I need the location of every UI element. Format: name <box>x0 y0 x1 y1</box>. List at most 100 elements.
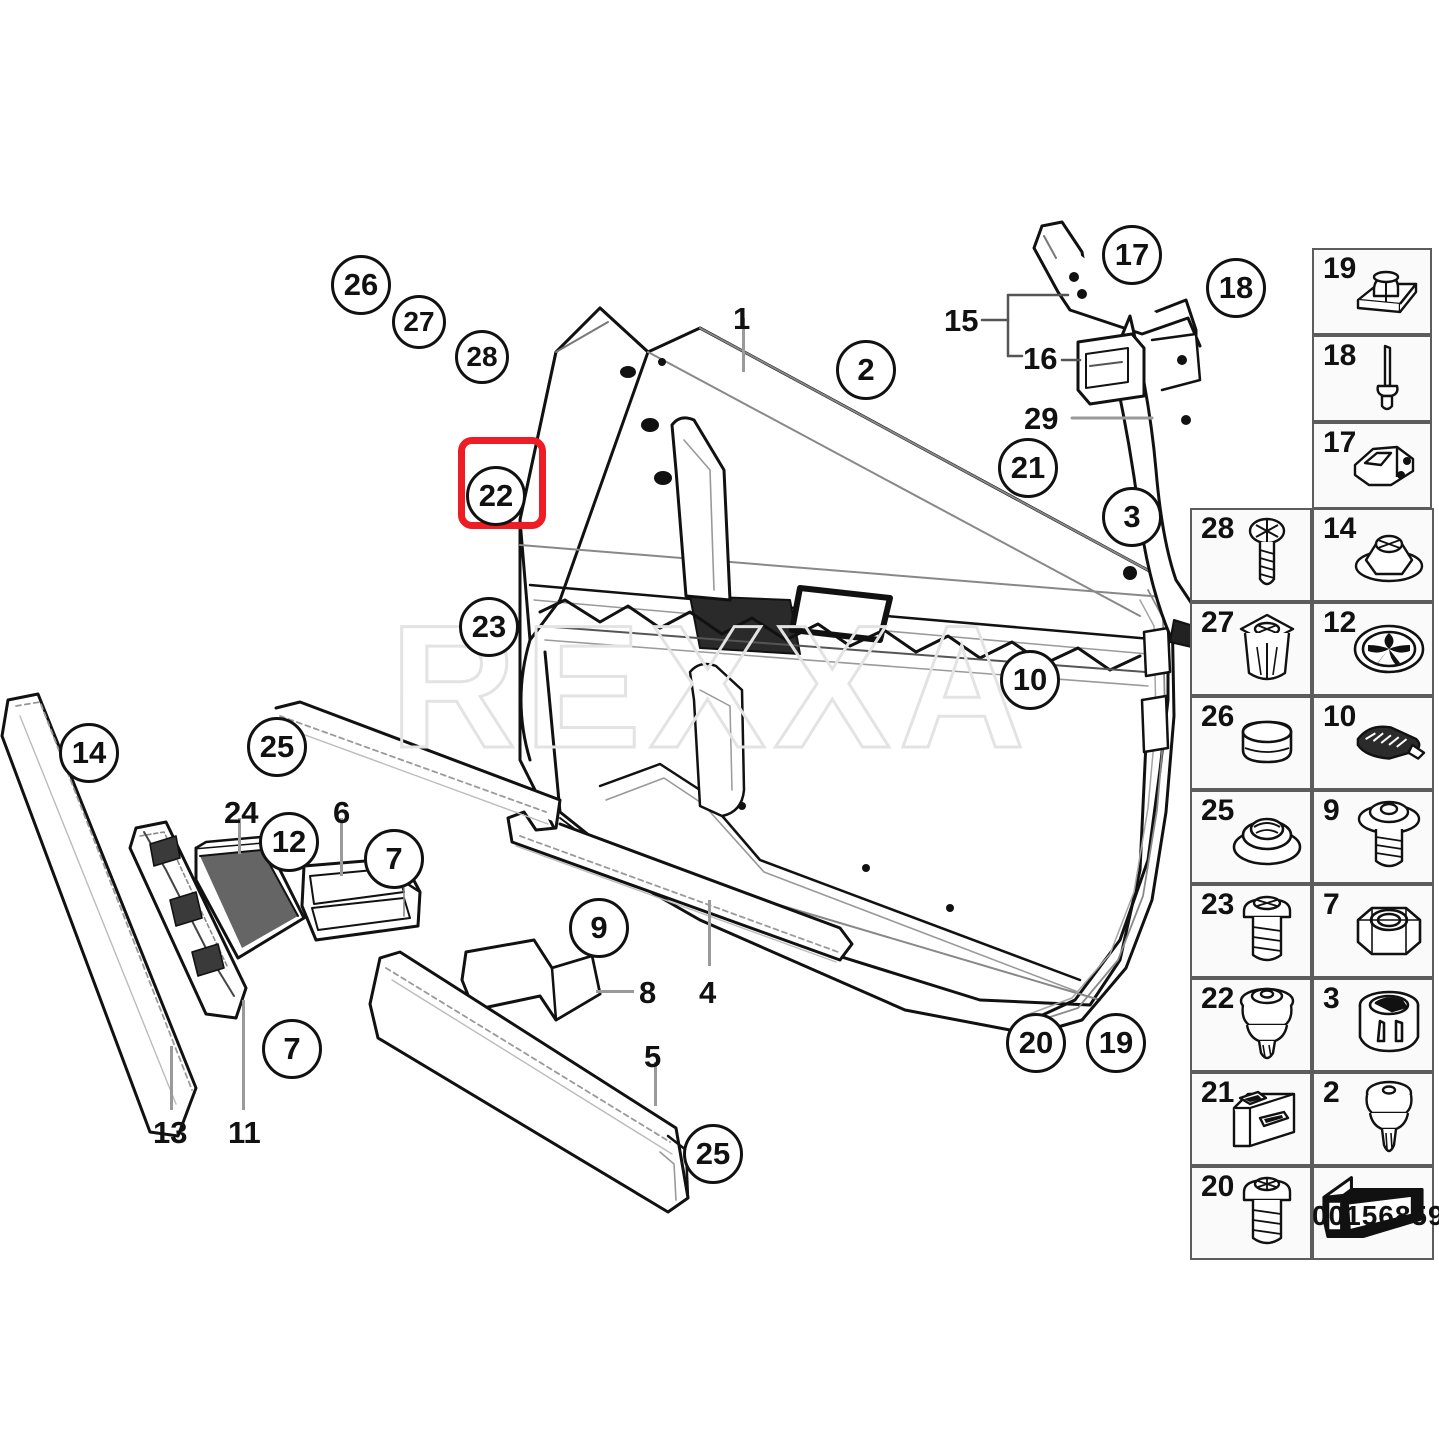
legend-cell-20-number: 20 <box>1201 1170 1235 1203</box>
push-pin-clip-icon <box>1352 1078 1426 1160</box>
callout-27[interactable]: 27 <box>392 295 446 349</box>
legend-cell-19[interactable]: 19 <box>1312 248 1432 335</box>
label-29: 29 <box>1024 401 1059 436</box>
legend-cell-2-number: 2 <box>1323 1076 1340 1109</box>
legend-cell-20[interactable]: 20 <box>1190 1166 1312 1260</box>
callout-22[interactable]: 22 <box>466 466 526 526</box>
callout-21[interactable]: 21 <box>998 438 1058 498</box>
callout-28[interactable]: 28 <box>455 330 509 384</box>
leader-13 <box>170 1046 173 1110</box>
legend-cell-12[interactable]: 12 <box>1312 602 1434 696</box>
angle-bracket-icon <box>1350 428 1424 503</box>
expanding-body-clip-icon <box>1230 984 1304 1066</box>
callout-18-label: 18 <box>1218 270 1254 305</box>
legend-cell-23[interactable]: 23 <box>1190 884 1312 978</box>
legend-cell-23-number: 23 <box>1201 888 1235 921</box>
callout-14[interactable]: 14 <box>59 723 119 783</box>
legend-cell-direction-arrow[interactable] <box>1312 1166 1434 1260</box>
legend-cell-17[interactable]: 17 <box>1312 422 1432 509</box>
leader-6 <box>340 818 343 876</box>
callout-18[interactable]: 18 <box>1206 258 1266 318</box>
diagram-part-number: 00156859 <box>1312 1200 1439 1231</box>
callout-9-label: 9 <box>590 910 608 945</box>
leader-11 <box>242 1000 245 1110</box>
legend-cell-25[interactable]: 25 <box>1190 790 1312 884</box>
leader-24 <box>238 818 241 854</box>
callout-27-label: 27 <box>403 306 435 337</box>
label-16: 16 <box>1023 341 1058 376</box>
legend-main-grid: 28 14 <box>1190 508 1434 1260</box>
label-6: 6 <box>333 795 351 830</box>
legend-cell-9-number: 9 <box>1323 794 1340 827</box>
label-4: 4 <box>699 975 717 1010</box>
callout-10[interactable]: 10 <box>1000 650 1060 710</box>
legend-cell-22[interactable]: 22 <box>1190 978 1312 1072</box>
round-cap-plug-icon <box>1230 702 1304 784</box>
legend-cell-14[interactable]: 14 <box>1312 508 1434 602</box>
legend-cell-7-number: 7 <box>1323 888 1340 921</box>
callout-19[interactable]: 19 <box>1086 1013 1146 1073</box>
label-8: 8 <box>639 975 657 1010</box>
legend-cell-21-number: 21 <box>1201 1076 1235 1109</box>
socket-grommet-icon <box>1352 984 1426 1066</box>
washer-grommet-icon <box>1230 796 1304 878</box>
legend-cell-9[interactable]: 9 <box>1312 790 1434 884</box>
callout-3[interactable]: 3 <box>1102 487 1162 547</box>
callout-20-label: 20 <box>1018 1025 1054 1060</box>
callout-25-lower-label: 25 <box>695 1136 731 1171</box>
callout-23[interactable]: 23 <box>459 597 519 657</box>
callout-2-label: 2 <box>857 352 875 387</box>
callout-10-label: 10 <box>1012 662 1048 697</box>
flanged-screw-icon <box>1352 796 1426 878</box>
label-13: 13 <box>153 1115 188 1150</box>
callout-7-lower-label: 7 <box>283 1031 301 1066</box>
legend-cell-18[interactable]: 18 <box>1312 335 1432 422</box>
legend-cell-18-number: 18 <box>1323 339 1357 372</box>
rosette-clip-icon <box>1352 608 1426 690</box>
hex-nut-icon <box>1352 890 1426 972</box>
legend-cell-27-number: 27 <box>1201 606 1235 639</box>
long-pin-rivet-icon <box>1350 341 1424 416</box>
callout-25-upper[interactable]: 25 <box>247 717 307 777</box>
callout-3-label: 3 <box>1123 499 1141 534</box>
legend-cell-19-number: 19 <box>1323 252 1357 285</box>
legend-top-right-column: 19 18 <box>1312 248 1432 509</box>
callout-2[interactable]: 2 <box>836 340 896 400</box>
callout-14-label: 14 <box>71 735 107 770</box>
callout-17[interactable]: 17 <box>1102 225 1162 285</box>
callout-12-label: 12 <box>271 824 307 859</box>
callout-22-label: 22 <box>478 478 514 513</box>
callout-7-lower[interactable]: 7 <box>262 1019 322 1079</box>
callout-9[interactable]: 9 <box>569 898 629 958</box>
label-1: 1 <box>733 301 751 336</box>
legend-cell-28[interactable]: 28 <box>1190 508 1312 602</box>
callout-7-upper[interactable]: 7 <box>364 829 424 889</box>
callout-20[interactable]: 20 <box>1006 1013 1066 1073</box>
callout-25-upper-label: 25 <box>259 729 295 764</box>
legend-cell-3[interactable]: 3 <box>1312 978 1434 1072</box>
callout-26-label: 26 <box>343 267 379 302</box>
callout-12[interactable]: 12 <box>259 812 319 872</box>
leader-5 <box>654 1062 657 1106</box>
leader-1 <box>742 318 745 372</box>
label-15: 15 <box>944 303 979 338</box>
callout-25-lower[interactable]: 25 <box>683 1124 743 1184</box>
callout-26[interactable]: 26 <box>331 255 391 315</box>
callout-7-upper-label: 7 <box>385 841 403 876</box>
legend-cell-7[interactable]: 7 <box>1312 884 1434 978</box>
legend-cell-27[interactable]: 27 <box>1190 602 1312 696</box>
rectangular-clip-icon <box>1230 1078 1304 1160</box>
oval-trim-clip-icon <box>1352 702 1426 784</box>
self-tapping-screw-icon <box>1230 514 1304 596</box>
legend-cell-2[interactable]: 2 <box>1312 1072 1434 1166</box>
legend-cell-21[interactable]: 21 <box>1190 1072 1312 1166</box>
callout-23-label: 23 <box>471 609 507 644</box>
legend-cell-10[interactable]: 10 <box>1312 696 1434 790</box>
legend-cell-26[interactable]: 26 <box>1190 696 1312 790</box>
legend-cell-14-number: 14 <box>1323 512 1357 545</box>
legend-cell-22-number: 22 <box>1201 982 1235 1015</box>
leader-4 <box>708 900 711 966</box>
flange-nut-icon <box>1352 514 1426 596</box>
